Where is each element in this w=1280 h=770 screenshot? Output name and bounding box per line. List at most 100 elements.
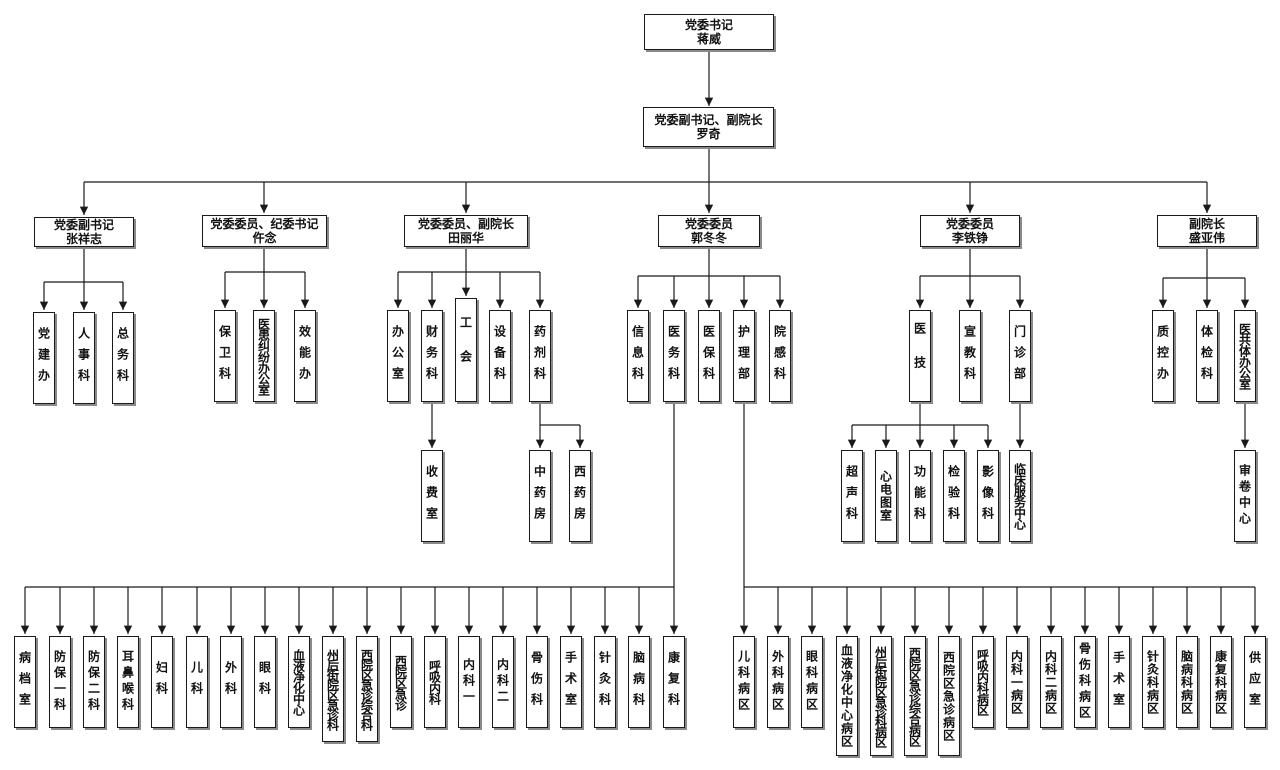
node-title: 党委委员 — [684, 217, 733, 231]
unit-label: 眼科 — [257, 661, 272, 703]
dept-label: 医技 — [912, 322, 927, 390]
leader-node: 党委委员 李铁铮 — [920, 215, 1020, 247]
dept-box: 影像科 — [977, 450, 999, 542]
unit-box: 内科一 — [458, 636, 480, 728]
dept-label: 医保科 — [701, 324, 716, 388]
dept-box: 财务科 — [421, 310, 443, 402]
unit-label: 西院区急诊 — [393, 654, 408, 710]
node-name: 蒋威 — [696, 32, 721, 46]
dept-box: 信息科 — [627, 310, 649, 402]
dept-box: 功能科 — [909, 450, 931, 542]
node-name: 罗奇 — [696, 127, 721, 141]
node-title: 党委副书记、副院长 — [654, 113, 763, 127]
unit-box: 州后街院区急诊科病区 — [870, 636, 892, 756]
unit-label: 外科 — [223, 661, 238, 703]
unit-box: 手术室 — [560, 636, 582, 728]
unit-label: 针灸科病区 — [1145, 649, 1160, 715]
unit-box: 针灸科病区 — [1142, 636, 1164, 728]
unit-label: 内科二病区 — [1043, 649, 1058, 715]
unit-box: 骨伤科病区 — [1074, 636, 1096, 728]
dept-box: 心电图室 — [875, 450, 897, 542]
top-node: 党委书记 蒋威 — [644, 14, 774, 50]
unit-box: 儿科 — [186, 636, 208, 728]
dept-label: 体检科 — [1199, 324, 1214, 388]
unit-box: 供应室 — [1244, 636, 1266, 728]
node-title: 党委书记 — [684, 18, 733, 32]
unit-label: 康复科 — [666, 650, 681, 714]
unit-label: 血液净化中心病区 — [839, 644, 854, 748]
dept-label: 心电图室 — [878, 470, 893, 522]
node-name: 李铁铮 — [951, 231, 988, 245]
dept-box: 体检科 — [1196, 310, 1218, 402]
unit-box: 内科二 — [492, 636, 514, 728]
node-title: 党委委员、副院长 — [417, 217, 514, 231]
unit-box: 呼吸内科 — [424, 636, 446, 728]
unit-box: 康复科 — [663, 636, 685, 728]
node-title: 党委副书记 — [53, 218, 114, 232]
dept-label: 人事科 — [76, 326, 91, 390]
node-name: 张祥志 — [65, 232, 102, 246]
unit-box: 手术室 — [1108, 636, 1130, 728]
unit-box: 防保一科 — [49, 636, 71, 728]
dept-box: 总务科 — [112, 312, 134, 404]
unit-label: 呼吸内科病区 — [975, 649, 990, 715]
unit-box: 西院区急诊综合病区 — [904, 636, 926, 756]
unit-label: 内科二 — [495, 658, 510, 706]
dept-label: 效能办 — [297, 324, 312, 388]
unit-box: 眼科病区 — [801, 636, 823, 728]
dept-box: 收费室 — [421, 450, 443, 542]
deputy-node: 党委副书记、副院长 罗奇 — [643, 107, 774, 147]
dept-label: 医共体办公室 — [1237, 323, 1252, 389]
dept-label: 审卷中心 — [1237, 464, 1252, 528]
dept-label: 工会 — [458, 316, 473, 384]
dept-box: 党建办 — [33, 312, 55, 404]
unit-label: 脑病科 — [631, 650, 646, 714]
dept-label: 医患纠纷办公室 — [256, 317, 271, 395]
dept-box: 效能办 — [294, 310, 316, 402]
leader-node: 副院长 盛亚伟 — [1157, 215, 1257, 247]
unit-label: 病档室 — [17, 650, 32, 714]
node-name: 仵念 — [252, 231, 277, 245]
dept-label: 宣教科 — [962, 324, 977, 388]
unit-label: 供应室 — [1247, 650, 1262, 714]
unit-label: 耳鼻喉科 — [120, 650, 135, 714]
unit-box: 血液净化中心病区 — [836, 636, 858, 756]
unit-label: 眼科病区 — [804, 650, 819, 714]
unit-box: 康复科病区 — [1210, 636, 1232, 728]
unit-label: 手术室 — [1111, 650, 1126, 714]
dept-box: 中药房 — [529, 450, 551, 542]
unit-label: 防保一科 — [52, 650, 67, 714]
dept-box: 院感科 — [769, 310, 791, 402]
unit-label: 西院区急诊病区 — [941, 650, 956, 742]
unit-box: 脑病科 — [628, 636, 650, 728]
unit-label: 内科一病区 — [1009, 649, 1024, 715]
node-title: 党委委员、纪委书记 — [210, 217, 319, 231]
dept-box: 护理部 — [733, 310, 755, 402]
dept-box: 医务科 — [663, 310, 685, 402]
unit-box: 儿科病区 — [733, 636, 755, 728]
unit-box: 脑病科病区 — [1176, 636, 1198, 728]
dept-box: 门诊部 — [1009, 310, 1031, 402]
dept-label: 财务科 — [424, 324, 439, 388]
unit-box: 内科二病区 — [1040, 636, 1062, 728]
unit-box: 州后街院区急诊科 — [322, 636, 344, 742]
node-name: 郭冬冬 — [690, 231, 727, 245]
dept-label: 西药房 — [572, 464, 587, 528]
dept-label: 设备科 — [492, 324, 507, 388]
leader-node: 党委委员、副院长 田丽华 — [404, 215, 528, 247]
leader-node: 党委委员 郭冬冬 — [658, 215, 760, 247]
dept-label: 药剂科 — [532, 324, 547, 388]
dept-label: 信息科 — [630, 324, 645, 388]
dept-box: 宣教科 — [959, 310, 981, 402]
dept-box: 质控办 — [1152, 310, 1174, 402]
dept-label: 功能科 — [912, 464, 927, 528]
unit-label: 西院区急诊综合科 — [359, 649, 374, 729]
dept-box: 设备科 — [489, 310, 511, 402]
unit-box: 血液净化中心 — [288, 636, 310, 728]
unit-label: 针灸科 — [597, 650, 612, 714]
dept-label: 院感科 — [772, 324, 787, 388]
dept-box: 办公室 — [387, 310, 409, 402]
unit-box: 西院区急诊 — [390, 636, 412, 728]
unit-label: 外科病区 — [770, 650, 785, 714]
dept-label: 检验科 — [946, 464, 961, 528]
